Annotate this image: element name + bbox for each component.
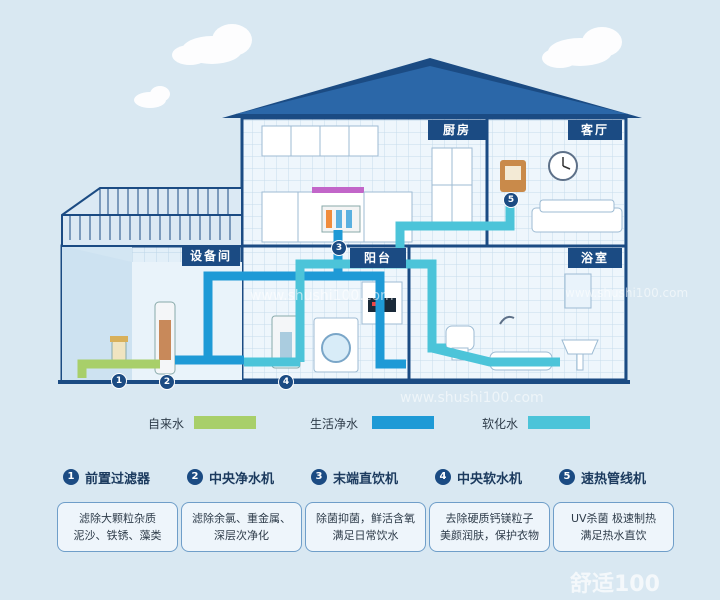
card-number: 2 xyxy=(187,469,203,485)
room-label-living-room: 客厅 xyxy=(568,120,622,140)
watermark: www.shushi100.com xyxy=(565,286,689,300)
marker-3: 3 xyxy=(331,240,347,256)
card-description: 滤除大颗粒杂质泥沙、铁锈、藻类 xyxy=(57,502,178,552)
room-label-equipment-room: 设备间 xyxy=(182,246,240,266)
card-title: 末端直饮机 xyxy=(333,472,399,487)
card-description: UV杀菌 极速制热满足热水直饮 xyxy=(553,502,674,552)
card-title: 中央净水机 xyxy=(209,472,275,487)
marker-5: 5 xyxy=(503,192,519,208)
prefilter-icon xyxy=(110,336,128,363)
cloud-icon xyxy=(134,24,622,108)
legend-swatch-purified-water xyxy=(372,416,434,429)
heater-icon xyxy=(500,160,526,192)
card-title: 中央软水机 xyxy=(457,472,523,487)
card-description: 除菌抑菌，鲜活含氧满足日常饮水 xyxy=(305,502,426,552)
watermark: www.shushi100.com xyxy=(250,288,394,304)
room-label-kitchen: 厨房 xyxy=(428,120,486,140)
marker-2: 2 xyxy=(159,374,175,390)
soft-water-pipe xyxy=(244,198,560,367)
legend-swatch-tap-water xyxy=(194,416,256,429)
marker-4: 4 xyxy=(278,374,294,390)
card-number: 4 xyxy=(435,469,451,485)
card-description: 去除硬质钙镁粒子美颜润肤，保护衣物 xyxy=(429,502,550,552)
card-pipeline-heater: 5 速热管线机 UV杀菌 极速制热满足热水直饮 xyxy=(553,466,678,552)
legend-label-soft-water: 软化水 xyxy=(482,417,519,431)
room-label-balcony: 阳台 xyxy=(350,248,406,268)
legend-label-tap-water: 自来水 xyxy=(148,417,185,431)
tap-water-pipe xyxy=(77,359,160,378)
terminal-purifier-icon xyxy=(321,205,361,233)
balcony-railing xyxy=(61,187,243,247)
card-number: 5 xyxy=(559,469,575,485)
card-central-purifier: 2 中央净水机 滤除余氯、重金属、深层次净化 xyxy=(181,466,306,552)
sofa-icon xyxy=(531,199,623,233)
card-title: 速热管线机 xyxy=(581,472,647,487)
washing-machine-icon xyxy=(313,317,359,373)
card-prefilter: 1 前置过滤器 滤除大颗粒杂质泥沙、铁锈、藻类 xyxy=(57,466,182,552)
card-description: 滤除余氯、重金属、深层次净化 xyxy=(181,502,302,552)
legend-label-purified-water: 生活净水 xyxy=(310,417,359,431)
legend: 自来水 生活净水 软化水 xyxy=(0,413,720,433)
clock-icon xyxy=(548,151,578,181)
room-label-bathroom: 浴室 xyxy=(568,248,622,268)
card-title: 前置过滤器 xyxy=(85,472,151,487)
card-number: 1 xyxy=(63,469,79,485)
card-number: 3 xyxy=(311,469,327,485)
watermark: 舒适100 xyxy=(570,572,660,597)
card-water-softener: 4 中央软水机 去除硬质钙镁粒子美颜润肤，保护衣物 xyxy=(429,466,554,552)
watermark: www.shushi100.com xyxy=(400,390,544,406)
water-softener-icon xyxy=(271,315,301,369)
marker-1: 1 xyxy=(111,373,127,389)
legend-swatch-soft-water xyxy=(528,416,590,429)
card-terminal-purifier: 3 末端直饮机 除菌抑菌，鲜活含氧满足日常饮水 xyxy=(305,466,430,552)
